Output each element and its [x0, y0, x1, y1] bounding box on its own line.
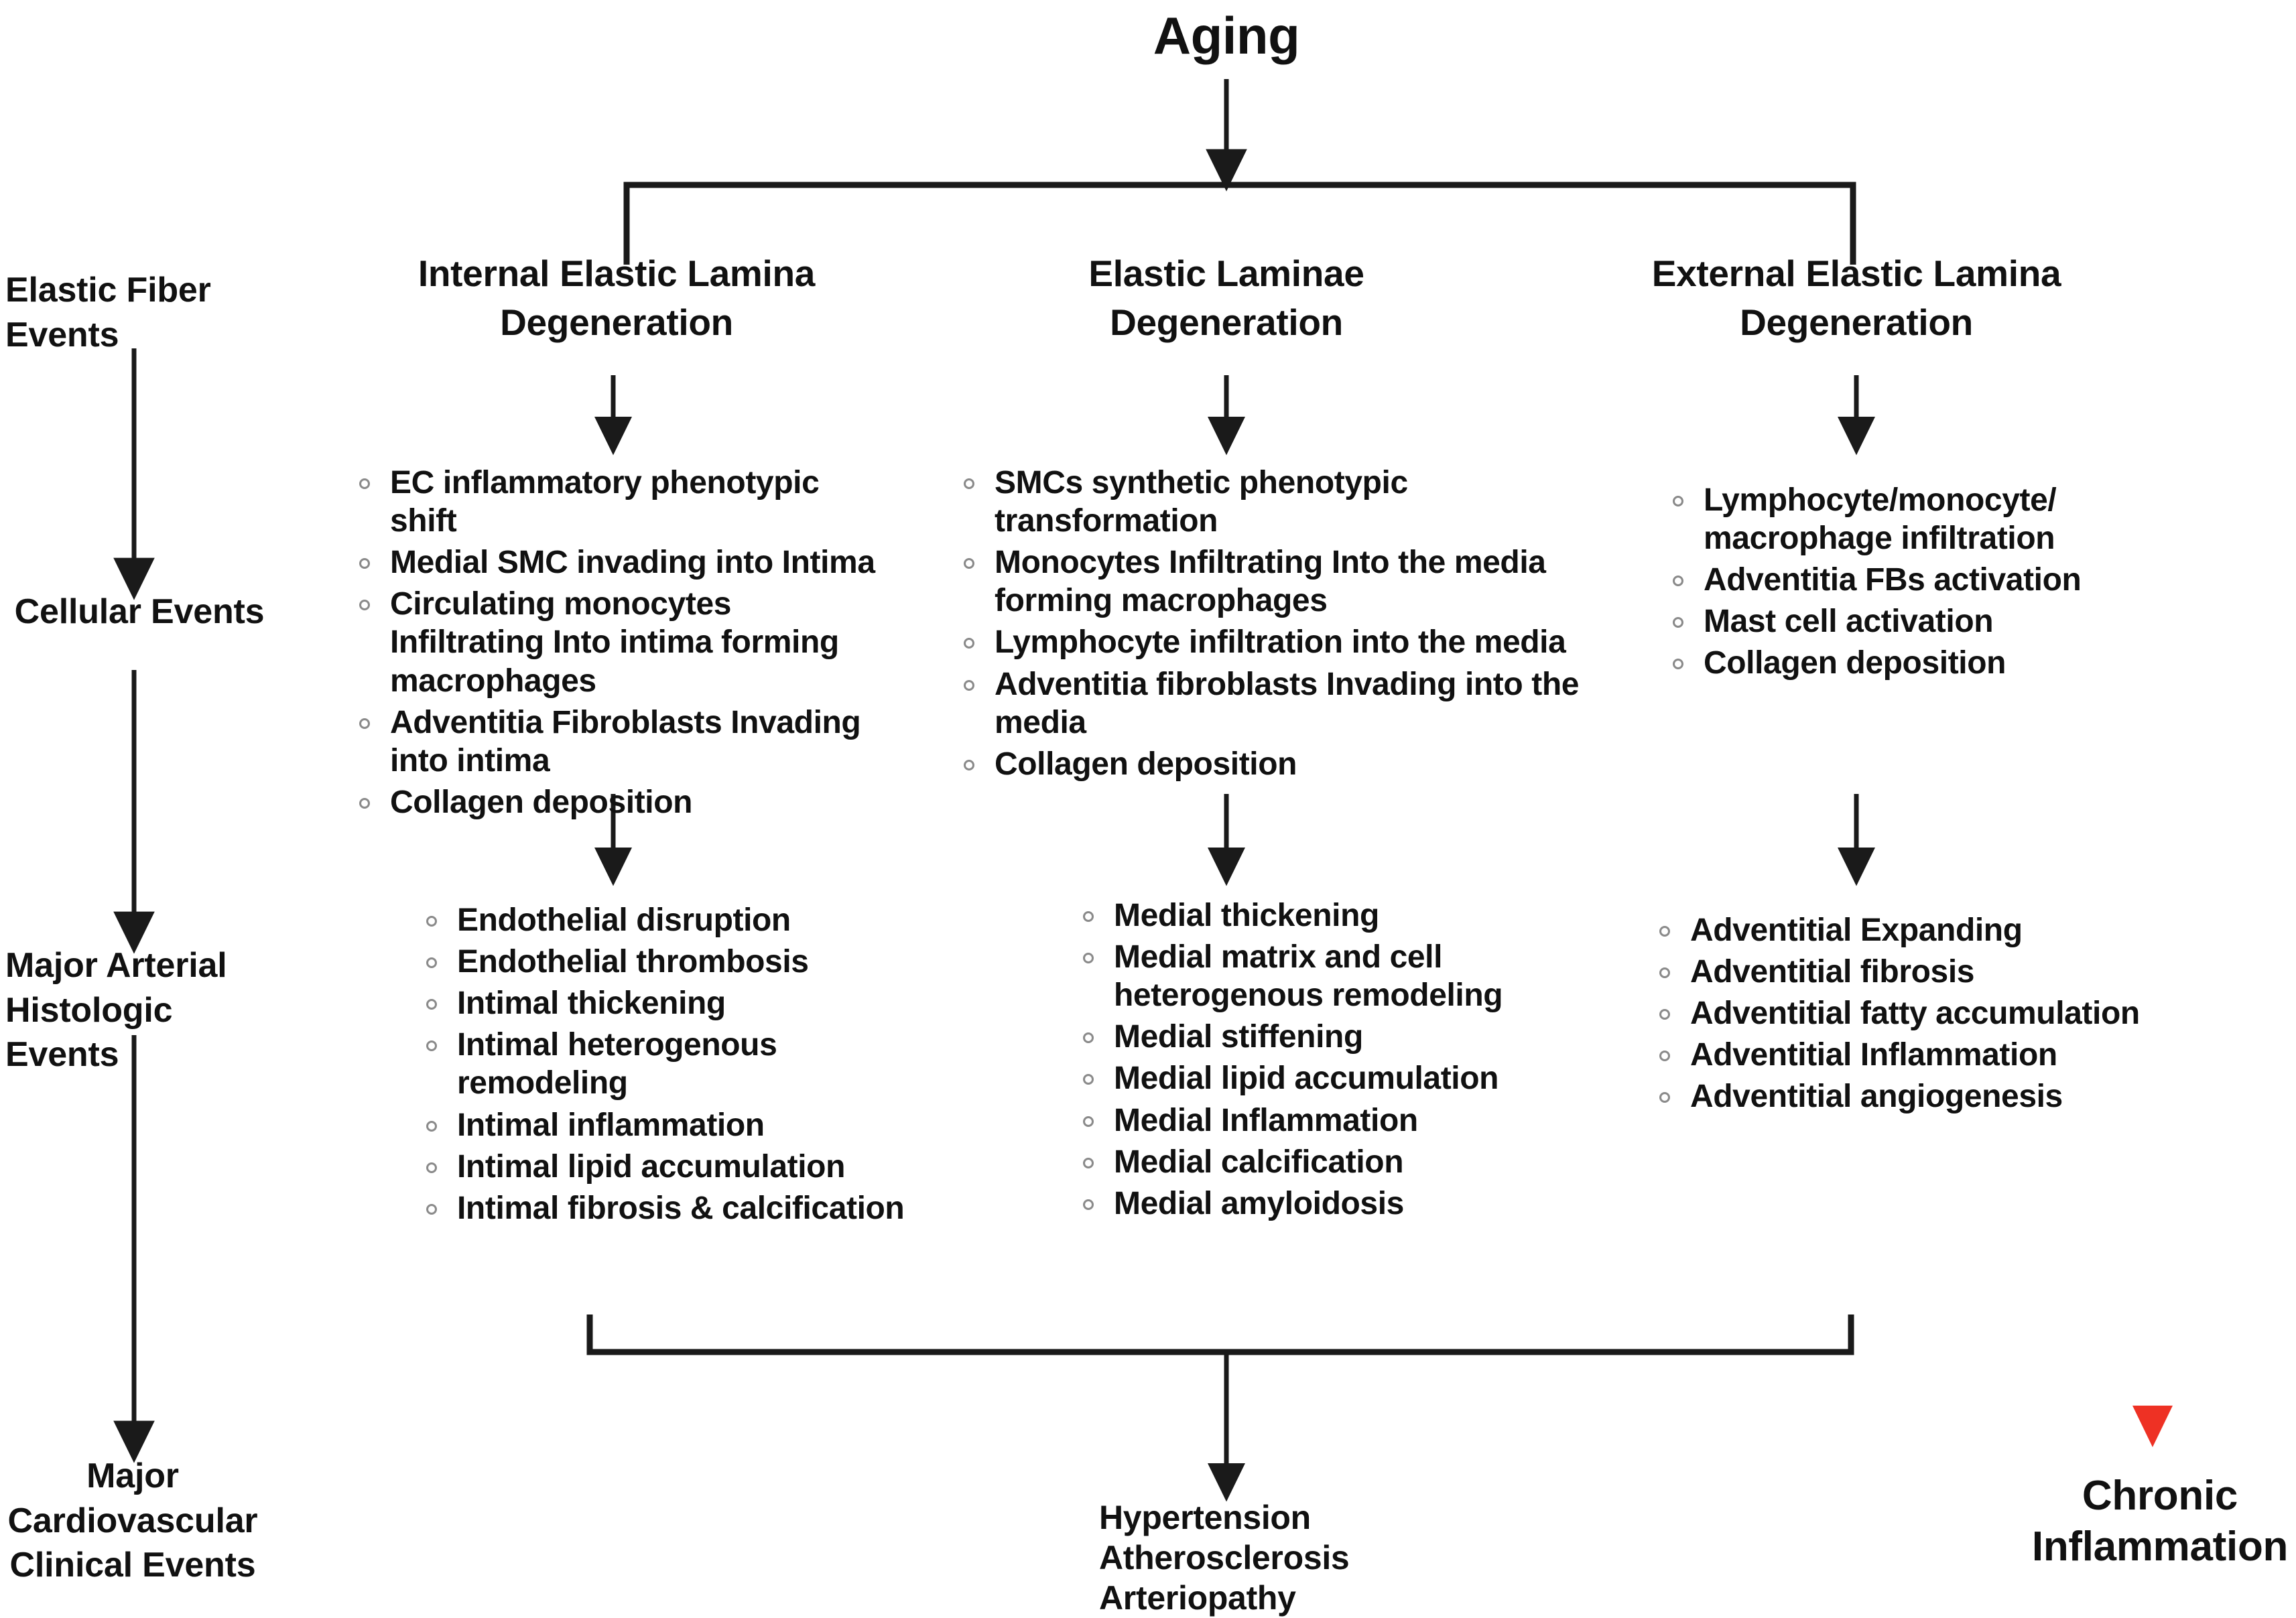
column-heading-line: Degeneration	[1740, 301, 1973, 343]
cellular-events-list-column-2: SMCs synthetic phenotypic transformation…	[960, 464, 1623, 787]
list-item: Mast cell activation	[1669, 602, 2124, 641]
column-heading-line: External Elastic Lamina	[1651, 253, 2061, 294]
list-item: Medial lipid accumulation	[1079, 1059, 1561, 1097]
list-item: Adventitial angiogenesis	[1655, 1077, 2151, 1116]
list-item: Collagen deposition	[960, 745, 1623, 783]
outcome-line: Hypertension	[1099, 1499, 1311, 1536]
connector-bottom-bracket	[586, 1314, 1854, 1355]
list-item: Adventitia fibroblasts Invading into the…	[960, 665, 1623, 742]
list-item: Adventitial fibrosis	[1655, 953, 2151, 991]
outcome-clinical-events: Hypertension Atherosclerosis Arteriopath…	[1099, 1497, 1448, 1618]
column-heading-external-elastic-lamina: External Elastic Lamina Degeneration	[1608, 249, 2104, 346]
list-item: Adventitial Inflammation	[1655, 1036, 2151, 1074]
outcome-line: Arteriopathy	[1099, 1579, 1296, 1617]
rail-label-cellular-events: Cellular Events	[14, 592, 265, 631]
list-item: Adventitial fatty accumulation	[1655, 994, 2151, 1032]
column-heading-line: Degeneration	[500, 301, 733, 343]
red-arrowhead-icon	[2132, 1406, 2173, 1447]
list-item: SMCs synthetic phenotypic transformation	[960, 464, 1623, 540]
list-item: Medial thickening	[1079, 896, 1561, 935]
bullet-list: Lymphocyte/monocyte/ macrophage infiltra…	[1669, 481, 2124, 683]
chronic-line: Inflammation	[2031, 1523, 2289, 1570]
list-item: Medial matrix and cell heterogenous remo…	[1079, 938, 1561, 1014]
list-item: Adventitia FBs activation	[1669, 561, 2124, 599]
list-item: Collagen deposition	[1669, 644, 2124, 682]
list-item: Intimal heterogenous remodeling	[422, 1026, 918, 1102]
page-title: Aging	[1153, 6, 1300, 65]
outcome-chronic-inflammation: Chronic Inflammation	[2024, 1471, 2296, 1572]
list-item: Lymphocyte/monocyte/ macrophage infiltra…	[1669, 481, 2124, 557]
list-item: Endothelial thrombosis	[422, 943, 918, 981]
list-item: Medial amyloidosis	[1079, 1185, 1561, 1223]
list-item: EC inflammatory phenotypic shift	[355, 464, 891, 540]
list-item: Intimal fibrosis & calcification	[422, 1189, 918, 1227]
list-item: Endothelial disruption	[422, 901, 918, 939]
bullet-list: SMCs synthetic phenotypic transformation…	[960, 464, 1623, 783]
outcome-line: Atherosclerosis	[1099, 1539, 1350, 1576]
list-item: Medial calcification	[1079, 1143, 1561, 1181]
chronic-line: Chronic	[2082, 1473, 2238, 1519]
list-item: Adventitia Fibroblasts Invading into int…	[355, 703, 891, 780]
cellular-events-list-column-3: Lymphocyte/monocyte/ macrophage infiltra…	[1669, 481, 2124, 686]
list-item: Intimal thickening	[422, 984, 918, 1022]
list-item: Intimal inflammation	[422, 1106, 918, 1144]
column-heading-line: Elastic Laminae	[1088, 253, 1364, 294]
list-item: Medial SMC invading into Intima	[355, 543, 891, 582]
rail-label-line: Major Arterial	[5, 946, 227, 985]
rail-label-line: Major	[86, 1457, 179, 1495]
rail-label-major-cardiovascular-clinical-events: Major Cardiovascular Clinical Events	[5, 1454, 260, 1588]
column-heading-line: Internal Elastic Lamina	[418, 253, 816, 294]
rail-label-elastic-fiber-events: Elastic Fiber Events	[5, 271, 211, 354]
rail-label-line: Cardiovascular	[7, 1501, 258, 1540]
list-item: Monocytes Infiltrating Into the media fo…	[960, 543, 1623, 620]
column-heading-line: Degeneration	[1110, 301, 1343, 343]
list-item: Intimal lipid accumulation	[422, 1148, 918, 1186]
list-item: Medial Inflammation	[1079, 1101, 1561, 1140]
column-heading-internal-elastic-lamina: Internal Elastic Lamina Degeneration	[375, 249, 858, 346]
list-item: Adventitial Expanding	[1655, 911, 2151, 949]
list-item: Medial stiffening	[1079, 1018, 1561, 1056]
list-item: Collagen deposition	[355, 783, 891, 821]
rail-label-line: Clinical Events	[9, 1546, 256, 1585]
column-heading-elastic-laminae: Elastic Laminae Degeneration	[972, 249, 1481, 346]
list-item: Circulating monocytes Infiltrating Into …	[355, 585, 891, 699]
rail-label-line: Histologic Events	[5, 990, 173, 1075]
list-item: Lymphocyte infiltration into the media	[960, 623, 1623, 661]
rail-label-major-arterial-histologic-events: Major Arterial Histologic Events	[5, 943, 287, 1077]
